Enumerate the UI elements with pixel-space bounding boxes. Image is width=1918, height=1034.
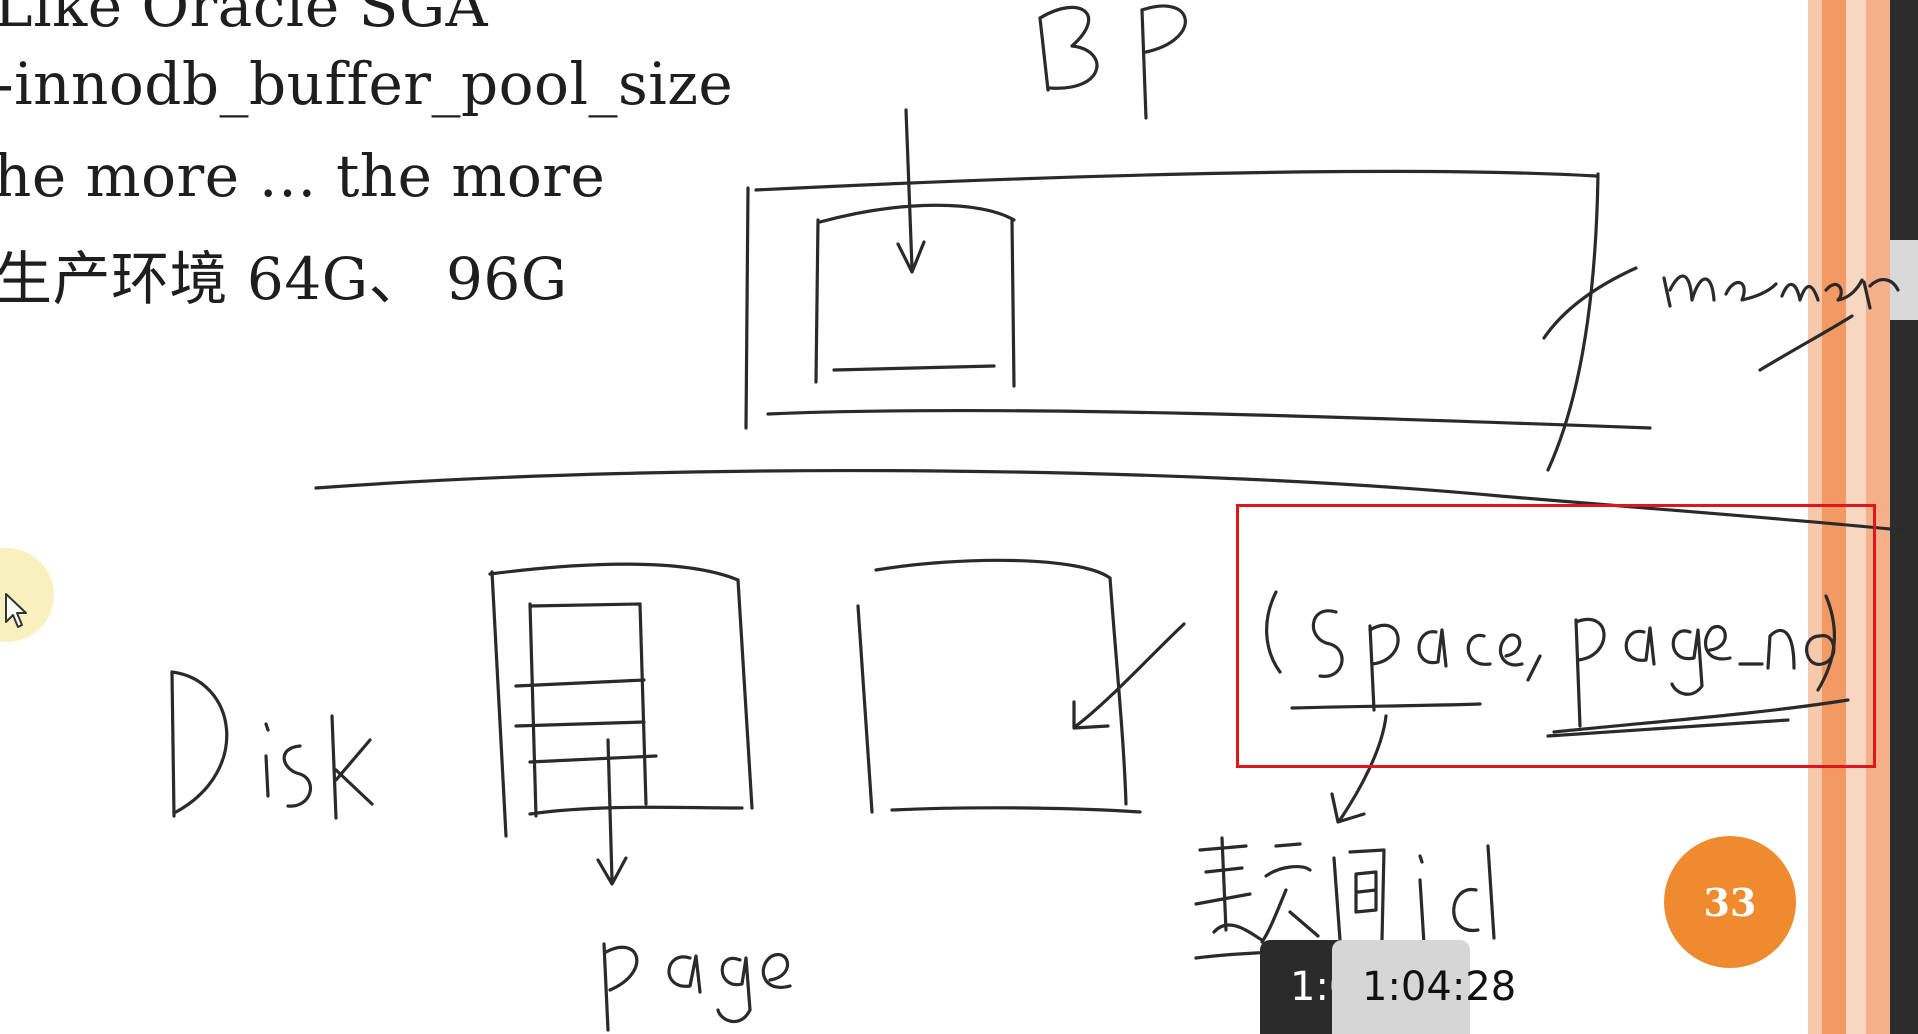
slide-bullet: Like Oracle SGA bbox=[0, 0, 489, 40]
page-key-strokes bbox=[1265, 590, 1850, 824]
slide-bullet: 生产环境 64G、 96G bbox=[0, 245, 568, 313]
disk-label-strokes bbox=[170, 670, 374, 820]
slide-bullet: -innodb_buffer_pool_size bbox=[0, 50, 734, 118]
highlight-rectangle bbox=[1236, 504, 1876, 768]
memory-label-strokes bbox=[1542, 266, 1900, 372]
disk-page-1-strokes bbox=[488, 562, 754, 886]
slide-margin-stripe bbox=[1808, 0, 1822, 1034]
window-edge-highlight bbox=[1890, 240, 1918, 320]
buffer-pool-box-strokes bbox=[744, 108, 1652, 472]
page-number-badge: 33 bbox=[1664, 836, 1796, 968]
hover-time-tooltip: 1:04:28 bbox=[1332, 940, 1516, 1034]
slide-margin-stripe bbox=[1866, 0, 1890, 1034]
tablespace-label-strokes bbox=[1194, 836, 1496, 960]
slide-bullet: he more … the more bbox=[0, 142, 606, 210]
pointer-arrow-icon bbox=[5, 593, 27, 628]
page-label-strokes bbox=[602, 942, 792, 1032]
slide-margin-stripe bbox=[1846, 0, 1866, 1034]
slide-margin-stripe bbox=[1822, 0, 1846, 1034]
disk-page-2-strokes bbox=[856, 558, 1186, 814]
window-edge bbox=[1890, 0, 1918, 1034]
memory-disk-divider bbox=[314, 468, 1902, 532]
bp-label-strokes bbox=[1038, 4, 1187, 120]
